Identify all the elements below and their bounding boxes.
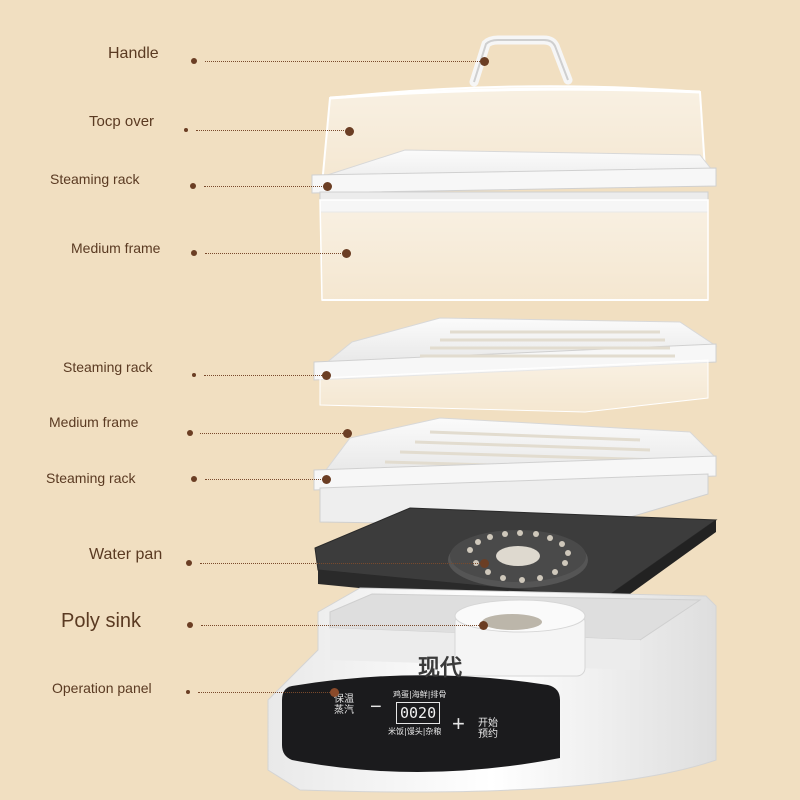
callout-end xyxy=(345,127,354,136)
callout-leader xyxy=(205,479,323,480)
callout-leader xyxy=(196,130,344,131)
minus-button[interactable]: − xyxy=(370,696,382,718)
callout-end xyxy=(322,371,331,380)
label-steaming-rack-3: Steaming rack xyxy=(46,470,136,486)
callout-dot xyxy=(191,476,197,482)
steaming-rack-3 xyxy=(313,417,718,527)
callout-dot xyxy=(187,430,193,436)
label-handle: Handle xyxy=(108,45,159,62)
callout-leader xyxy=(205,253,343,254)
start-schedule-button[interactable]: 开始 预约 xyxy=(478,718,498,740)
label-steaming-rack-1: Steaming rack xyxy=(50,171,140,187)
callout-end xyxy=(479,621,488,630)
callout-dot xyxy=(186,690,190,694)
callout-end xyxy=(480,559,489,568)
callout-dot xyxy=(187,622,193,628)
callout-dot xyxy=(190,183,196,189)
callout-leader xyxy=(204,186,324,187)
medium-frame-1 xyxy=(319,199,709,301)
callout-dot xyxy=(184,128,188,132)
brand-logo: 现代 xyxy=(418,656,463,681)
callout-leader xyxy=(205,61,480,62)
time-display: 0020 xyxy=(396,702,441,724)
menu-bottom-row[interactable]: 米饭|馒头|杂粮 xyxy=(388,727,442,736)
label-water-pan: Water pan xyxy=(89,546,163,563)
callout-end xyxy=(480,57,489,66)
callout-leader xyxy=(200,563,482,564)
callout-dot xyxy=(191,250,197,256)
menu-top-row[interactable]: 鸡蛋|海鲜|排骨 xyxy=(393,690,447,699)
callout-dot xyxy=(191,58,197,64)
label-top-cover: Tocp over xyxy=(89,113,155,130)
label-poly-sink: Poly sink xyxy=(61,610,142,632)
callout-end xyxy=(330,688,339,697)
callout-end xyxy=(343,429,352,438)
callout-leader xyxy=(200,433,345,434)
callout-dot xyxy=(186,560,192,566)
plus-button[interactable]: + xyxy=(452,711,465,736)
steaming-rack-2 xyxy=(313,317,718,413)
handle xyxy=(469,35,573,87)
callout-leader xyxy=(201,625,479,626)
callout-end xyxy=(342,249,351,258)
callout-end xyxy=(323,182,332,191)
label-medium-frame-2: Medium frame xyxy=(49,414,139,430)
callout-leader xyxy=(198,692,330,693)
callout-end xyxy=(322,475,331,484)
keep-warm-steam-button[interactable]: 保温 蒸汽 xyxy=(334,694,354,716)
label-medium-frame-1: Medium frame xyxy=(71,240,161,256)
label-operation-panel: Operation panel xyxy=(52,680,152,696)
callout-dot xyxy=(192,373,196,377)
label-steaming-rack-2: Steaming rack xyxy=(63,359,153,375)
callout-leader xyxy=(204,375,322,376)
